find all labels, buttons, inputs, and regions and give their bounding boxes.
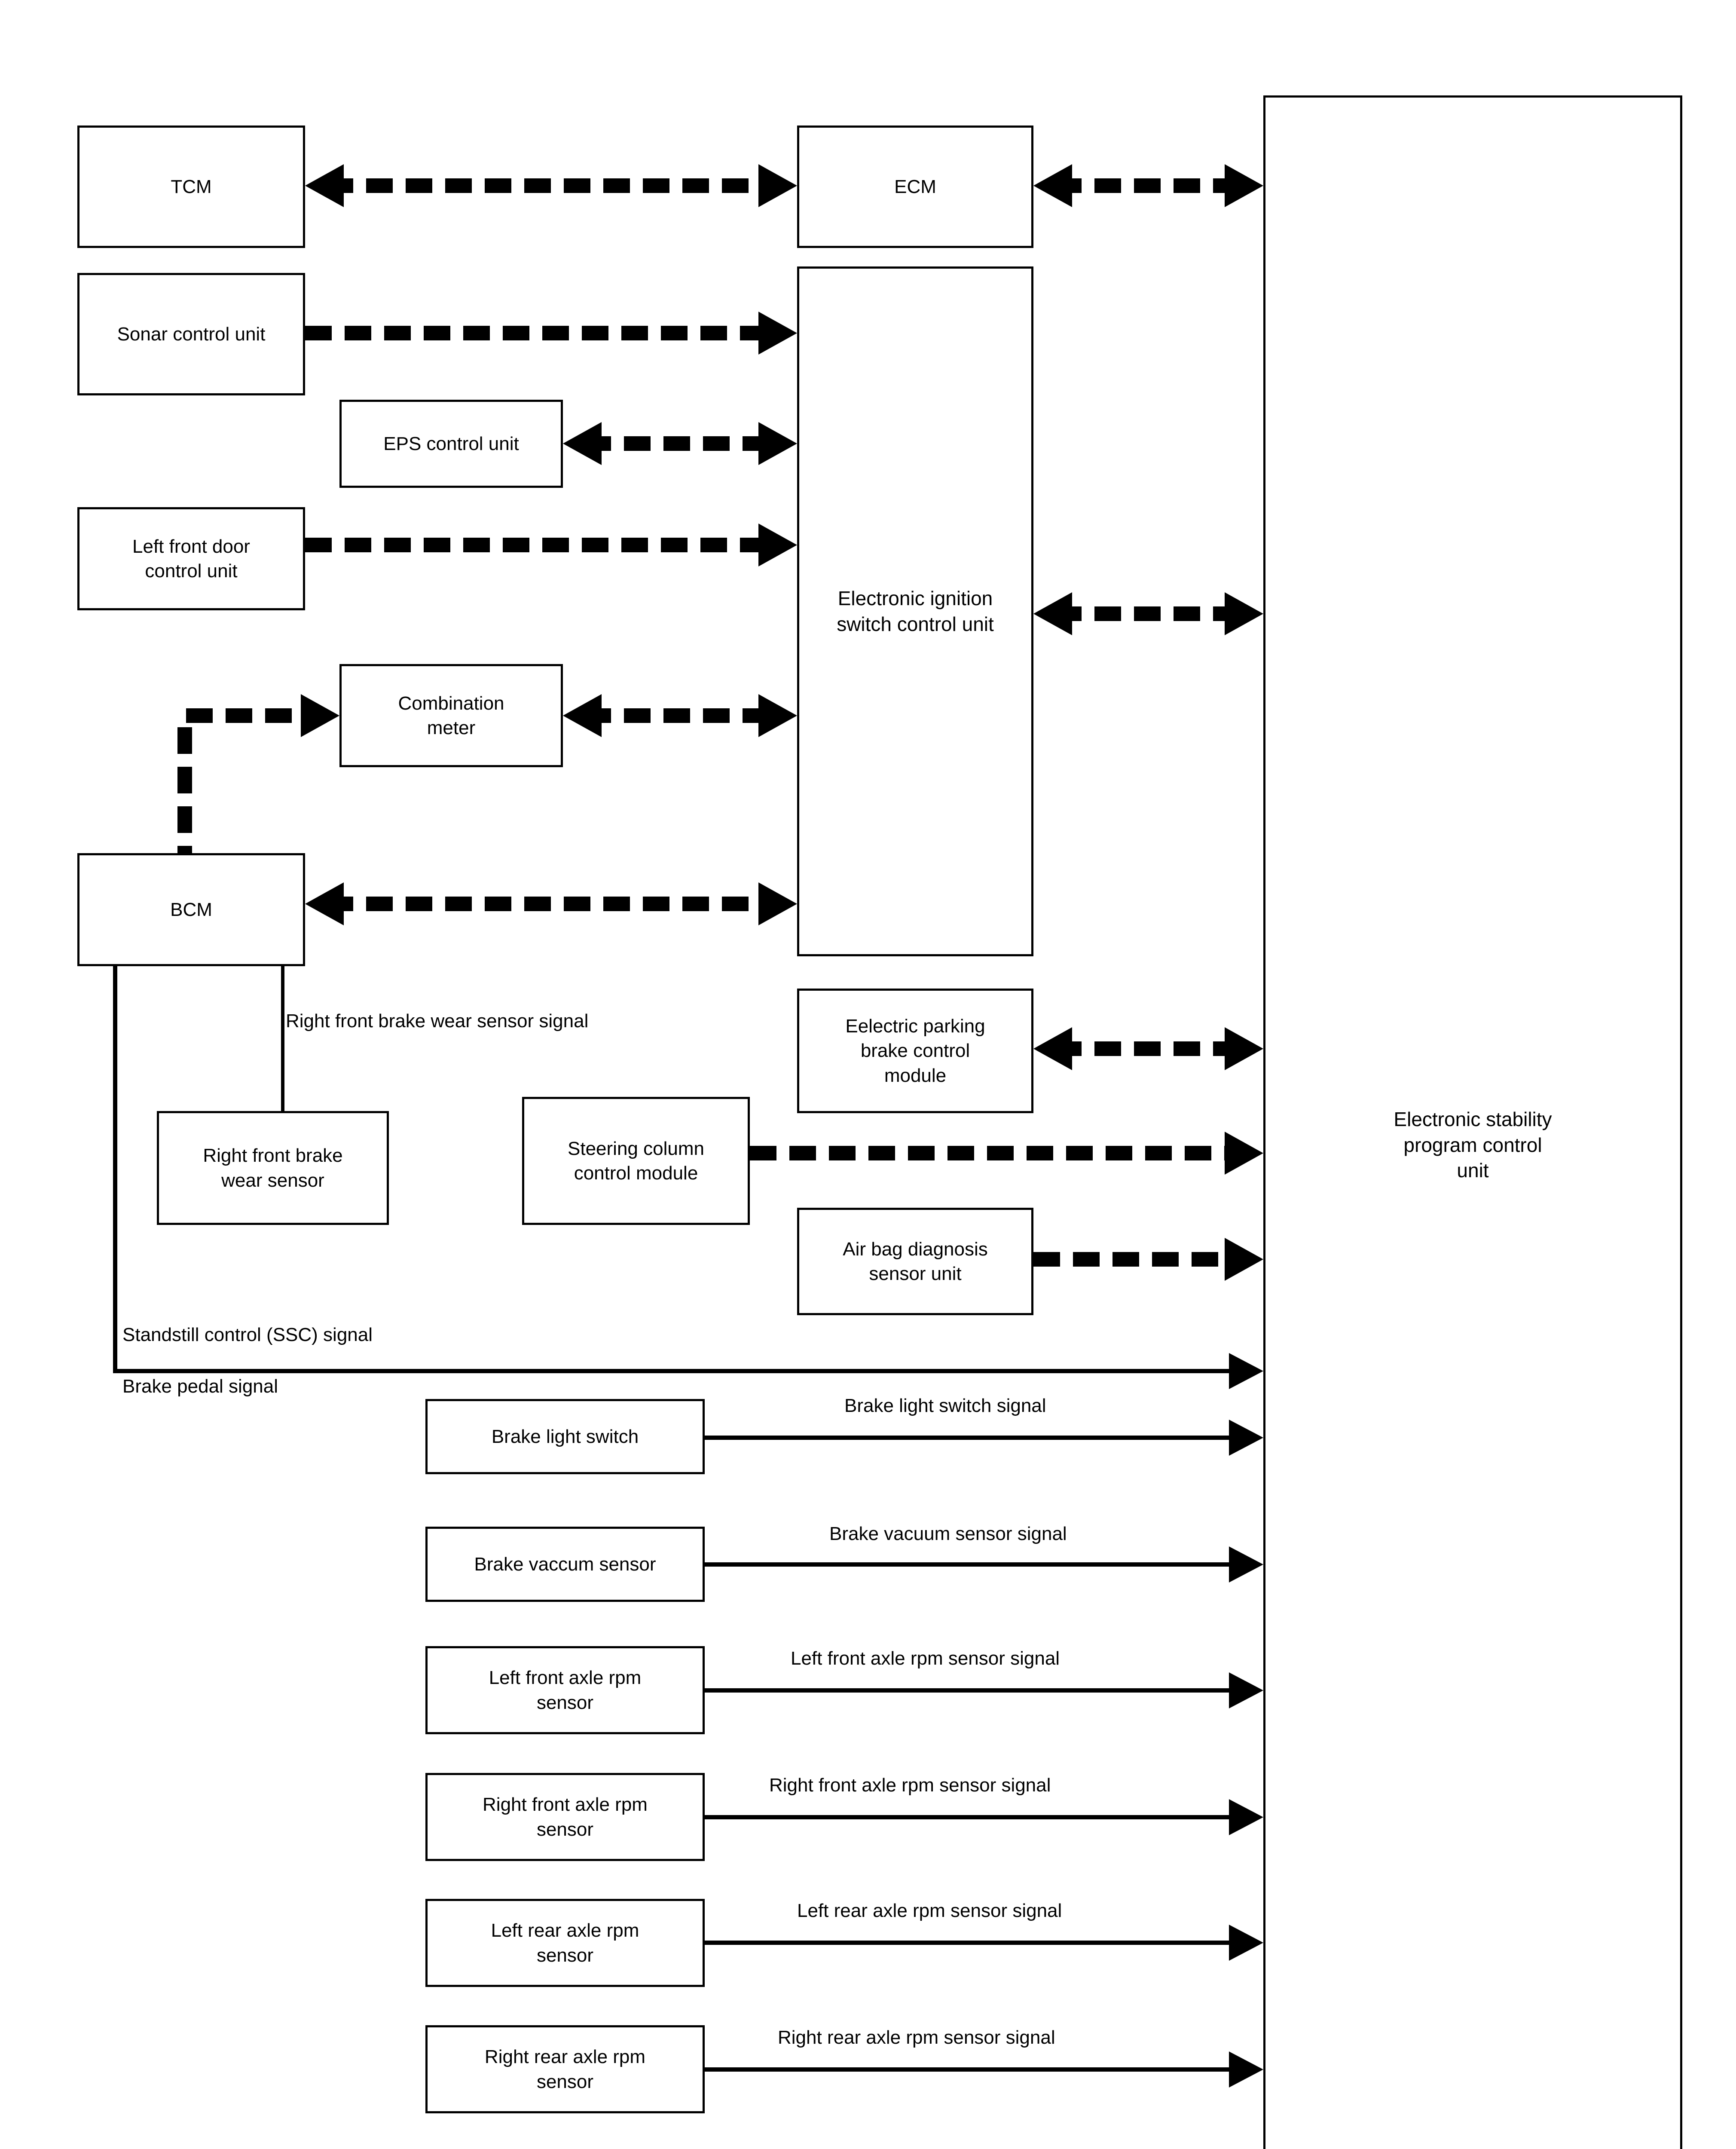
can-link-eps-ignition — [563, 422, 797, 465]
wire-right-front-axle-rpm-signal — [705, 1799, 1263, 1835]
label-right-front-axle-rpm-sensor-signal: Right front axle rpm sensor signal — [769, 1775, 1051, 1796]
label-brake-vacuum-sensor-signal: Brake vacuum sensor signal — [829, 1523, 1067, 1544]
can-link-ignition-bcm — [305, 882, 797, 925]
can-link-tcm-ecm — [305, 164, 797, 207]
node-air-bag-diagnosis-sensor-unit[interactable]: Air bag diagnosis sensor unit — [797, 1208, 1033, 1315]
node-sonar-control-unit[interactable]: Sonar control unit — [77, 273, 305, 395]
node-left-rear-axle-rpm-sensor[interactable]: Left rear axle rpm sensor — [425, 1899, 705, 1987]
label-brake-light-switch-signal: Brake light switch signal — [844, 1395, 1046, 1416]
label-left-front-axle-rpm-sensor-signal: Left front axle rpm sensor signal — [791, 1648, 1060, 1669]
node-eelectric-parking-brake-control-module[interactable]: Eelectric parking brake control module — [797, 989, 1033, 1113]
node-eps-control-unit[interactable]: EPS control unit — [339, 400, 563, 488]
wire-right-rear-axle-rpm-signal — [705, 2051, 1263, 2088]
wire-brake-light-switch-signal — [705, 1420, 1263, 1456]
node-steering-column-control-module[interactable]: Steering column control module — [522, 1097, 750, 1225]
can-link-epb-esp — [1033, 1027, 1263, 1070]
can-link-ignition-esp — [1033, 592, 1263, 635]
node-combination-meter[interactable]: Combination meter — [339, 664, 563, 767]
wire-left-front-axle-rpm-signal — [705, 1672, 1263, 1708]
label-brake-pedal-signal: Brake pedal signal — [122, 1376, 278, 1397]
wire-left-rear-axle-rpm-signal — [705, 1925, 1263, 1961]
node-tcm[interactable]: TCM — [77, 126, 305, 248]
label-left-rear-axle-rpm-sensor-signal: Left rear axle rpm sensor signal — [797, 1900, 1062, 1921]
label-right-front-brake-wear-sensor-signal: Right front brake wear sensor signal — [286, 1010, 589, 1032]
can-link-ecm-esp — [1033, 164, 1263, 207]
node-ecm[interactable]: ECM — [797, 126, 1033, 248]
node-right-front-brake-wear-sensor[interactable]: Right front brake wear sensor — [157, 1111, 389, 1225]
can-link-sonar-ignition — [305, 312, 797, 355]
can-link-left-front-door-ignition — [305, 523, 797, 566]
node-left-front-axle-rpm-sensor[interactable]: Left front axle rpm sensor — [425, 1646, 705, 1734]
node-brake-vaccum-sensor[interactable]: Brake vaccum sensor — [425, 1527, 705, 1602]
can-link-steering-column-esp — [750, 1132, 1263, 1175]
can-link-ignition-combination-meter — [563, 694, 797, 737]
wire-brake-vacuum-sensor-signal — [705, 1546, 1263, 1583]
node-electronic-stability-program-control-unit[interactable]: Electronic stability program control uni… — [1263, 95, 1682, 2149]
node-right-rear-axle-rpm-sensor[interactable]: Right rear axle rpm sensor — [425, 2025, 705, 2113]
label-standstill-control-ssc-signal: Standstill control (SSC) signal — [122, 1324, 373, 1345]
node-electronic-ignition-switch-control-unit[interactable]: Electronic ignition switch control unit — [797, 266, 1033, 956]
can-link-bcm-combination-meter — [177, 694, 339, 872]
node-right-front-axle-rpm-sensor[interactable]: Right front axle rpm sensor — [425, 1773, 705, 1861]
node-left-front-door-control-unit[interactable]: Left front door control unit — [77, 507, 305, 610]
node-brake-light-switch[interactable]: Brake light switch — [425, 1399, 705, 1474]
can-link-airbag-esp — [1033, 1238, 1263, 1281]
wire-bcm-ssc-signal — [113, 966, 1263, 1389]
label-right-rear-axle-rpm-sensor-signal: Right rear axle rpm sensor signal — [778, 2027, 1055, 2048]
node-bcm[interactable]: BCM — [77, 853, 305, 966]
